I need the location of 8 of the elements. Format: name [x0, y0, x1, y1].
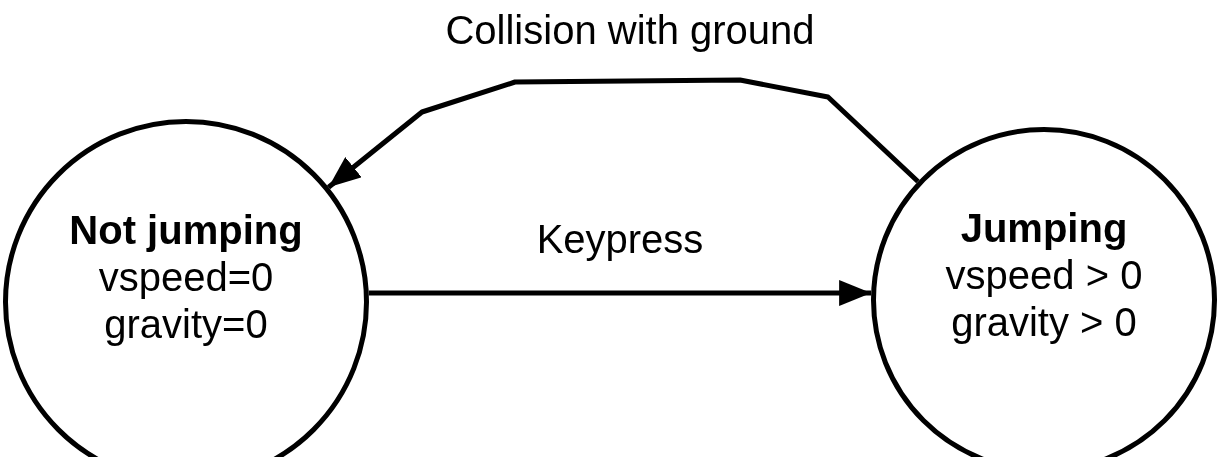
- state-name: Jumping: [960, 205, 1128, 252]
- state-condition: vspeed=0: [98, 254, 274, 301]
- state-condition: gravity > 0: [951, 299, 1137, 346]
- transition-arrow: [327, 77, 920, 190]
- state-name: Not jumping: [69, 207, 303, 254]
- transition-arrow: [368, 280, 872, 306]
- state-condition: vspeed > 0: [945, 252, 1143, 299]
- state-condition: gravity=0: [104, 301, 268, 348]
